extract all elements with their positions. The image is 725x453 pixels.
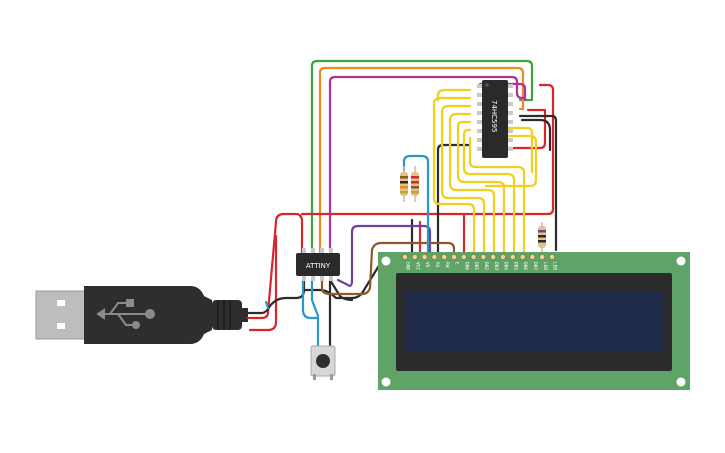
wire-orange [318,66,525,254]
lcd-pin [470,254,477,260]
lcd-pin [441,254,448,260]
lcd-pin [500,254,506,260]
shift-register-label: 74HC595 [490,100,498,132]
lcd-pin-label: DB5 [512,262,518,270]
lcd-pin-label: DB2 [483,262,489,270]
wire-yellow-bus [432,88,538,257]
resistor-1 [400,166,408,202]
resistor-3 [538,222,546,252]
shift-register-chip: 74HC595 [477,80,513,158]
lcd-pin [421,254,428,260]
wire-blue [402,154,430,257]
lcd-pin [509,254,516,260]
resistor-2 [411,166,419,202]
lcd-pin-label: V0 [424,262,430,268]
lcd-mount-hole [676,256,686,266]
wire-brown [320,241,456,296]
lcd-pin-label: RS [434,262,440,268]
lcd-pin [431,254,438,260]
lcd-screen [405,291,663,352]
lcd-mount-hole [381,377,391,387]
lcd-pin [519,254,526,260]
attiny-label: ATTINY [306,262,331,270]
lcd-pin-label: DB1 [473,262,479,270]
lcd-pin [549,254,555,260]
lcd-pin-label: GND [405,262,411,270]
lcd-pin [529,254,536,260]
lcd-pin-label: LED [542,262,548,270]
lcd-pin-label: DB0 [463,262,469,270]
lcd-pin [490,254,497,260]
wire-green [310,59,534,254]
lcd-pin [402,254,408,260]
wire-red [246,212,304,320]
lcd-pin [480,254,487,260]
lcd-pin-label: RW [444,262,450,268]
lcd-mount-hole [676,377,686,387]
lcd-pin-label: VCC [414,262,420,270]
push-button [310,345,336,380]
lcd-pin [411,254,418,260]
lcd-pin-label: DB3 [493,262,499,270]
lcd-mount-hole [381,256,391,266]
lcd-pin-label: DB6 [522,262,528,270]
usb-symbol-icon [96,299,155,329]
lcd-pin [451,254,457,260]
lcd-pin-label: DB7 [532,262,538,270]
lcd-pin-label: DB4 [503,262,509,270]
lcd-pin-label: LED [552,262,558,270]
wire-magenta [328,75,526,254]
lcd-pin [539,254,546,260]
lcd-pin [460,254,467,260]
attiny-chip: ATTINY [296,248,340,281]
lcd-pin-label: E [454,262,460,265]
